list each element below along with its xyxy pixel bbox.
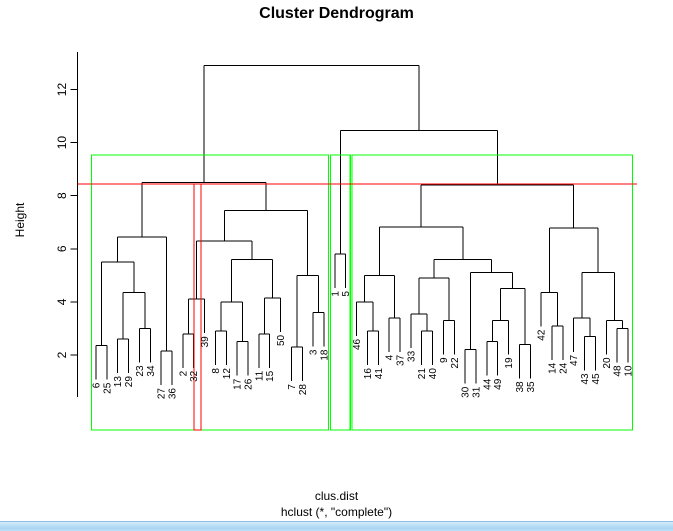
leaf-label: 35 xyxy=(526,381,537,393)
cut-line xyxy=(77,183,637,431)
leaf-label: 27 xyxy=(157,388,168,400)
leaf-label: 19 xyxy=(504,357,515,369)
leaf-label: 18 xyxy=(320,349,331,361)
x-axis-label: clus.dist xyxy=(314,489,359,503)
y-axis-tick-label: 12 xyxy=(55,83,69,97)
leaf-label: 38 xyxy=(515,381,526,393)
leaf-label: 34 xyxy=(146,365,157,377)
leaf-label: 49 xyxy=(493,378,504,390)
leaf-label: 15 xyxy=(265,370,276,382)
leaf-label: 48 xyxy=(613,365,624,377)
y-axis-tick-label: 4 xyxy=(55,298,69,305)
leaf-label: 3 xyxy=(309,349,320,355)
y-axis: 2 4 6 8 10 12 xyxy=(55,52,78,397)
leaf-label: 22 xyxy=(450,357,461,369)
leaf-label: 39 xyxy=(200,336,211,348)
leaf-label: 6 xyxy=(92,382,103,388)
leaf-label: 23 xyxy=(135,365,146,377)
cluster-box xyxy=(329,154,351,431)
leaf-label: 46 xyxy=(352,338,363,350)
leaf-label: 47 xyxy=(569,354,580,366)
leaf-label: 1 xyxy=(330,291,341,297)
leaf-label: 32 xyxy=(189,370,200,382)
leaf-label: 20 xyxy=(602,357,613,369)
y-axis-label: Height xyxy=(13,202,27,238)
leaf-label: 28 xyxy=(298,384,309,396)
leaf-label: 16 xyxy=(363,368,374,380)
leaf-label: 11 xyxy=(254,370,265,381)
leaf-label: 10 xyxy=(624,365,635,377)
leaf-label: 41 xyxy=(374,368,385,380)
leaf-label: 45 xyxy=(591,373,602,385)
dendrogram-tree xyxy=(95,65,629,386)
y-axis-tick-label: 6 xyxy=(55,245,69,252)
cluster-boxes xyxy=(90,154,634,431)
leaf-label: 30 xyxy=(461,386,472,398)
leaf-label: 42 xyxy=(537,329,548,341)
leaf-label: 21 xyxy=(417,368,428,380)
leaf-label: 13 xyxy=(113,376,124,388)
leaf-label: 31 xyxy=(472,386,483,398)
leaf-label: 26 xyxy=(244,378,255,390)
plot-title: Cluster Dendrogram xyxy=(259,5,414,22)
leaf-label: 25 xyxy=(102,382,113,394)
leaf-label: 9 xyxy=(439,357,450,363)
leaf-label: 36 xyxy=(168,388,179,400)
y-axis-tick-label: 10 xyxy=(55,136,69,150)
taskbar-strip xyxy=(0,521,673,531)
cluster-box xyxy=(351,154,634,431)
leaf-label: 5 xyxy=(341,291,352,297)
leaf-label: 37 xyxy=(396,354,407,366)
leaf-label: 29 xyxy=(124,376,135,388)
leaf-label: 12 xyxy=(222,368,233,380)
leaf-label: 17 xyxy=(233,378,244,390)
highlight-box xyxy=(193,183,202,431)
leaf-label: 44 xyxy=(482,378,493,390)
leaf-label: 40 xyxy=(428,368,439,380)
leaf-label: 14 xyxy=(548,362,559,374)
leaf-label: 7 xyxy=(287,384,298,390)
cluster-box xyxy=(90,154,330,431)
y-axis-tick-label: 2 xyxy=(55,351,69,358)
leaf-label: 4 xyxy=(385,354,396,360)
leaf-label: 24 xyxy=(558,362,569,374)
y-axis-tick-label: 8 xyxy=(55,192,69,199)
leaf-label: 50 xyxy=(276,334,287,346)
leaf-label: 33 xyxy=(406,350,417,362)
leaf-label: 43 xyxy=(580,373,591,385)
x-axis-sub-label: hclust (*, "complete") xyxy=(280,505,393,519)
leaf-label: 8 xyxy=(211,368,222,374)
leaf-label: 2 xyxy=(178,370,189,376)
